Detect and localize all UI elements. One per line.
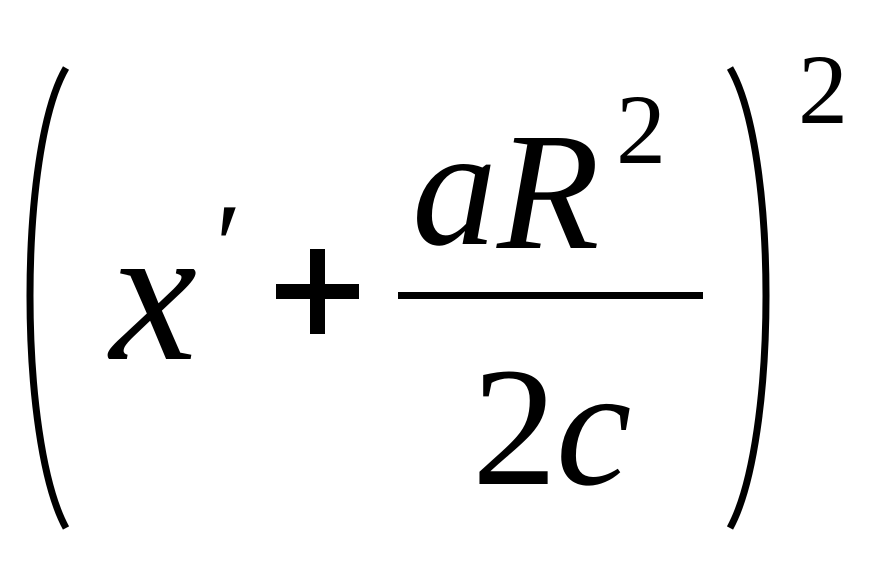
numerator-exponent: 2 bbox=[616, 74, 666, 185]
numerator-a: a bbox=[412, 93, 497, 281]
fraction-bar bbox=[398, 292, 703, 299]
outer-exponent: 2 bbox=[798, 34, 848, 145]
denominator-number: 2 bbox=[472, 333, 557, 521]
prime-mark: ′ bbox=[208, 179, 235, 312]
numerator-R: R bbox=[497, 99, 600, 285]
left-parenthesis bbox=[26, 66, 70, 530]
right-parenthesis bbox=[726, 66, 770, 530]
denominator-c: c bbox=[556, 333, 632, 521]
variable-x: x bbox=[110, 185, 197, 402]
